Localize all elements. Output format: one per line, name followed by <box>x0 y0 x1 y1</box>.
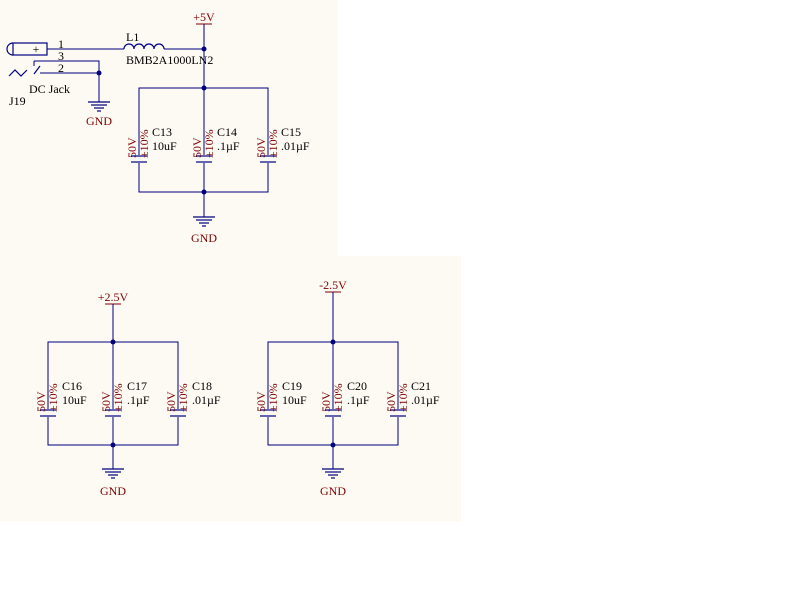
capacitor-c21[interactable] <box>390 409 406 417</box>
c21-ref: C21 <box>411 379 431 393</box>
c14-value: .1µF <box>217 139 240 153</box>
dc-jack-switch-symbol <box>8 69 28 77</box>
power-label-5v: +5V <box>193 10 215 24</box>
c16-tolerance: ±10% <box>46 383 60 412</box>
c20-voltage: 50V <box>319 391 333 412</box>
c13-voltage: 50V <box>125 137 139 158</box>
c14-ref: C14 <box>217 125 237 139</box>
c20-ref: C20 <box>347 379 367 393</box>
capacitor-c13[interactable] <box>131 155 147 163</box>
capacitor-c14[interactable] <box>196 155 212 163</box>
c13-value: 10uF <box>152 139 177 153</box>
c13-ref: C13 <box>152 125 172 139</box>
dc-jack-designator: J19 <box>9 94 26 108</box>
c15-voltage: 50V <box>254 137 268 158</box>
c14-voltage: 50V <box>190 137 204 158</box>
c18-voltage: 50V <box>164 391 178 412</box>
c16-ref: C16 <box>62 379 82 393</box>
capacitor-c19[interactable] <box>260 409 276 417</box>
capacitor-c20[interactable] <box>325 409 341 417</box>
c21-value: .01µF <box>411 393 440 407</box>
c16-voltage: 50V <box>34 391 48 412</box>
cap-bank-m2v5 <box>267 292 399 469</box>
gnd-label-jack: GND <box>86 114 112 128</box>
c17-ref: C17 <box>127 379 147 393</box>
wire-jack-pin3 <box>34 60 100 102</box>
capacitor-c15[interactable] <box>260 155 276 163</box>
c16-value: 10uF <box>62 393 87 407</box>
gnd-symbol-jack <box>88 101 110 112</box>
gnd-symbol-m2v5 <box>322 468 344 479</box>
inductor-part-number: BMB2A1000LN2 <box>126 53 213 67</box>
inductor-designator: L1 <box>126 30 139 44</box>
c17-value: .1µF <box>127 393 150 407</box>
c21-voltage: 50V <box>384 391 398 412</box>
c14-tolerance: ±10% <box>202 129 216 158</box>
c19-tolerance: ±10% <box>266 383 280 412</box>
dc-jack-pin3-label: 3 <box>58 49 64 63</box>
power-label-m2v5: -2.5V <box>319 278 347 292</box>
c21-tolerance: ±10% <box>396 383 410 412</box>
c17-voltage: 50V <box>99 391 113 412</box>
junction-jack-gnd <box>96 70 102 76</box>
inductor-l1[interactable] <box>123 43 165 50</box>
gnd-symbol-5v <box>193 216 215 227</box>
c15-tolerance: ±10% <box>266 129 280 158</box>
dc-jack-pin1-label: 1 <box>58 37 64 51</box>
sheet-panel-top <box>0 0 337 256</box>
c15-value: .01µF <box>281 139 310 153</box>
capacitor-c17[interactable] <box>105 409 121 417</box>
capacitor-c18[interactable] <box>170 409 186 417</box>
c18-tolerance: ±10% <box>176 383 190 412</box>
c19-value: 10uF <box>282 393 307 407</box>
gnd-label-m2v5: GND <box>320 484 346 498</box>
c19-voltage: 50V <box>254 391 268 412</box>
c20-tolerance: ±10% <box>331 383 345 412</box>
dc-jack-name: DC Jack <box>29 82 70 96</box>
capacitor-c16[interactable] <box>40 409 56 417</box>
cap-bank-5v <box>138 85 269 217</box>
dc-jack-plus-symbol: + <box>33 42 40 56</box>
gnd-label-5v: GND <box>191 231 217 245</box>
gnd-label-2v5: GND <box>100 484 126 498</box>
cap-bank-2v5 <box>47 304 179 469</box>
c13-tolerance: ±10% <box>137 129 151 158</box>
gnd-symbol-2v5 <box>102 468 124 479</box>
c15-ref: C15 <box>281 125 301 139</box>
dc-jack-j19[interactable]: + 1 3 2 DC Jack J19 <box>6 37 70 108</box>
power-label-2v5: +2.5V <box>98 290 129 304</box>
dc-jack-pin2-label: 2 <box>58 61 64 75</box>
c17-tolerance: ±10% <box>111 383 125 412</box>
sheet-panel-bottom <box>0 256 461 522</box>
c20-value: .1µF <box>347 393 370 407</box>
c18-ref: C18 <box>192 379 212 393</box>
c19-ref: C19 <box>282 379 302 393</box>
c18-value: .01µF <box>192 393 221 407</box>
